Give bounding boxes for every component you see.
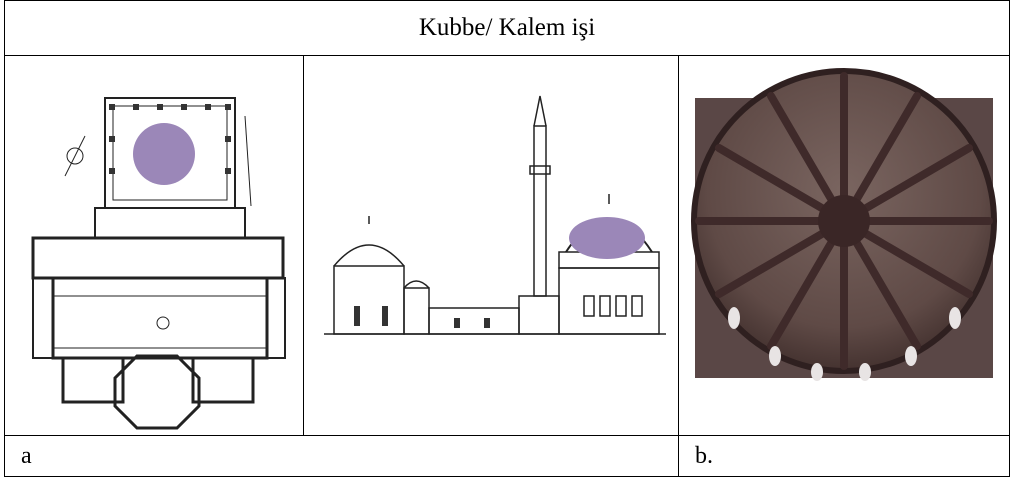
dome-highlight <box>133 123 195 185</box>
label-b: b. <box>677 435 1011 477</box>
dome-interior-photo <box>691 68 997 381</box>
section-elevation-drawing <box>324 95 666 335</box>
section-cell <box>303 55 679 436</box>
label-a: a <box>4 435 679 477</box>
floor-plan-drawing <box>31 97 286 430</box>
dome-highlight <box>569 217 645 259</box>
plan-cell <box>4 55 304 436</box>
figure-table: Kubbe/ Kalem işi <box>3 0 1011 477</box>
table-title: Kubbe/ Kalem işi <box>3 0 1011 56</box>
photo-cell <box>677 55 1011 436</box>
